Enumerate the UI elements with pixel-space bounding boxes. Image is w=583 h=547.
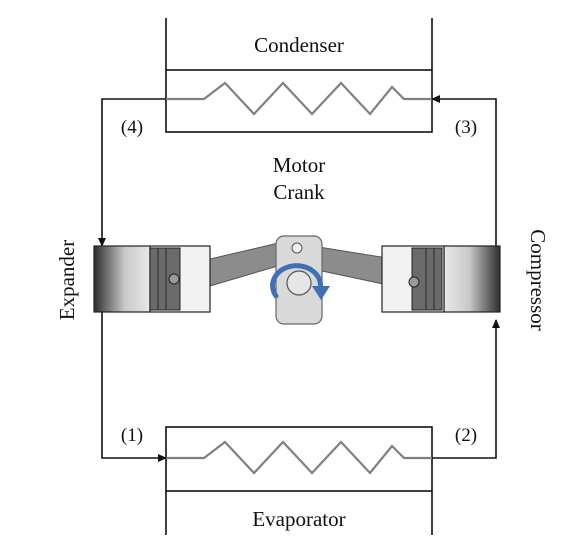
pipe-1: [101, 312, 167, 462]
flow-lines: [98, 95, 500, 462]
pipe-3: [431, 95, 497, 246]
state-4-label: (4): [121, 117, 143, 138]
compressor-label: Compressor: [526, 229, 550, 331]
condenser: Condenser: [165, 18, 433, 133]
evaporator: Evaporator: [165, 426, 433, 535]
compressor-cylinder-head: [443, 245, 501, 313]
crank-pin: [291, 242, 303, 254]
state-1-label: (1): [121, 425, 143, 446]
expander-cylinder: [93, 245, 211, 313]
motor-crank: [270, 235, 330, 325]
evaporator-coil: [166, 440, 432, 475]
condenser-coil: [166, 81, 432, 116]
motor-label: Motor: [273, 153, 326, 177]
pipe-2: [432, 319, 500, 459]
expander-cylinder-head: [93, 245, 151, 313]
crank-shaft: [286, 270, 312, 296]
expander-label: Expander: [55, 240, 79, 320]
curved-arrow-clockwise-icon: [270, 263, 330, 300]
evaporator-label: Evaporator: [252, 507, 345, 531]
state-3-label: (3): [455, 117, 477, 138]
compressor-wrist-pin: [408, 276, 420, 288]
expander-wrist-pin: [168, 273, 180, 285]
compressor-cylinder: [381, 245, 501, 313]
crank-label: Crank: [273, 180, 325, 204]
state-2-label: (2): [455, 425, 477, 446]
pipe-4: [98, 98, 166, 247]
condenser-label: Condenser: [254, 33, 344, 57]
